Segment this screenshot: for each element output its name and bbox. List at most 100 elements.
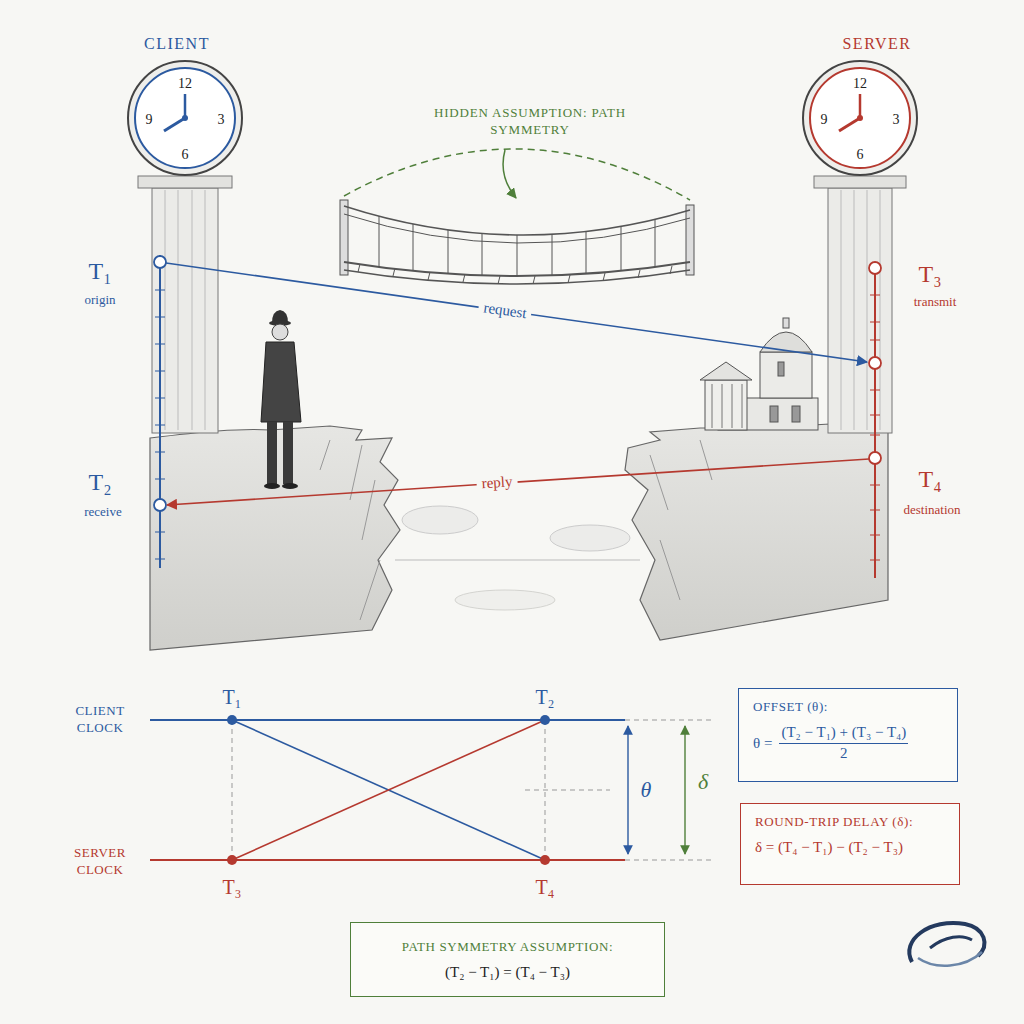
message-label: reply bbox=[476, 472, 518, 494]
assumption-box: PATH SYMMETRY ASSUMPTION: (T₂ − T₁) = (T₄… bbox=[350, 922, 665, 997]
server-pillar-clock-part bbox=[839, 118, 860, 131]
client-timeline-part bbox=[155, 290, 165, 559]
man-figure-part bbox=[261, 342, 301, 422]
server-pillar-clock-part bbox=[828, 188, 892, 433]
formula-box: OFFSET (θ):θ =(T₂ − T₁) + (T₃ − T₄)2 bbox=[738, 688, 958, 782]
sea-and-clouds bbox=[395, 506, 640, 610]
server-pillar-clock-part bbox=[857, 115, 863, 121]
server-timeline-part bbox=[870, 295, 880, 560]
server-timeline bbox=[869, 262, 881, 578]
temple-building-part bbox=[712, 384, 742, 428]
timestamp-label: T₂ bbox=[88, 467, 111, 498]
timing-diagram-part bbox=[150, 719, 625, 721]
clock-numeral: 6 bbox=[857, 146, 864, 164]
client-pillar-clock-part bbox=[128, 61, 242, 175]
path-symmetry-arc-part bbox=[503, 150, 516, 198]
fraction-denominator: 2 bbox=[840, 744, 848, 762]
timestamp-label: T₁ bbox=[222, 684, 241, 710]
formula-row: θ = (T₂ − T₁) + (T₃ − T₄)2 bbox=[753, 724, 943, 762]
server-pillar-clock-part bbox=[803, 61, 917, 175]
sea-and-clouds-part bbox=[455, 590, 555, 610]
server-timeline-part bbox=[869, 357, 881, 369]
timestamp-label: T₃ bbox=[918, 259, 941, 290]
formula-text: θ = bbox=[753, 735, 772, 752]
clock-numeral: 6 bbox=[182, 146, 189, 164]
client-pillar-clock-part bbox=[182, 115, 188, 121]
formula-text: (T₂ − T₁) = (T₄ − T₃) bbox=[445, 964, 570, 981]
timestamp-caption: origin bbox=[84, 292, 115, 309]
timing-diagram-part bbox=[232, 720, 545, 860]
axis-label: SERVER CLOCK bbox=[62, 845, 138, 879]
clock-numeral: 12 bbox=[853, 75, 867, 93]
rope-bridge-part bbox=[686, 205, 694, 275]
logo-mark-part bbox=[918, 952, 982, 966]
timestamp-label: T₄ bbox=[918, 464, 941, 495]
fraction-numerator: (T₂ − T₁) + (T₃ − T₄) bbox=[779, 724, 908, 744]
temple-building-part bbox=[700, 362, 752, 380]
client-pillar-clock-part bbox=[135, 68, 235, 168]
logo-mark-part bbox=[909, 923, 984, 962]
timing-diagram-part bbox=[227, 855, 237, 865]
rope-bridge bbox=[340, 200, 694, 284]
server-pillar-clock-part bbox=[810, 68, 910, 168]
clock-title: CLIENT bbox=[144, 34, 210, 55]
delay-symbol: δ bbox=[698, 768, 708, 797]
man-figure-part bbox=[283, 422, 293, 484]
client-pillar-clock-part bbox=[184, 94, 187, 118]
timestamp-label: T₂ bbox=[535, 684, 554, 710]
timing-diagram-part bbox=[540, 715, 550, 725]
server-pillar-clock bbox=[803, 61, 917, 433]
timestamp-label: T₁ bbox=[88, 256, 111, 287]
cliffs-part bbox=[625, 424, 888, 640]
box-heading: PATH SYMMETRY ASSUMPTION: bbox=[402, 939, 613, 955]
box-heading: ROUND-TRIP DELAY (δ): bbox=[755, 814, 945, 830]
timing-diagram bbox=[150, 715, 715, 865]
timing-diagram-part bbox=[150, 859, 625, 861]
message-label: request bbox=[477, 298, 533, 325]
client-pillar-clock-part bbox=[138, 176, 232, 188]
sea-and-clouds-part bbox=[402, 506, 478, 534]
client-pillar-clock bbox=[128, 61, 242, 433]
server-pillar-clock-part bbox=[814, 176, 906, 188]
assumption-note: HIDDEN ASSUMPTION: PATH SYMMETRY bbox=[430, 105, 630, 139]
client-pillar-clock-part bbox=[152, 188, 218, 433]
client-timeline-part bbox=[154, 499, 166, 511]
timing-diagram-part bbox=[232, 720, 545, 860]
fraction: (T₂ − T₁) + (T₃ − T₄)2 bbox=[779, 724, 908, 762]
client-pillar-clock-part bbox=[164, 118, 185, 131]
temple-building-part bbox=[770, 406, 778, 422]
clock-numeral: 3 bbox=[218, 111, 225, 129]
logo-mark bbox=[909, 923, 984, 966]
temple-building bbox=[700, 318, 818, 430]
sea-and-clouds-part bbox=[395, 560, 640, 561]
temple-building-part bbox=[783, 318, 789, 328]
client-timeline-part bbox=[154, 256, 166, 268]
clock-numeral: 3 bbox=[893, 111, 900, 129]
message-arrows-part bbox=[166, 263, 867, 362]
man-figure-part bbox=[264, 483, 280, 489]
server-timeline-part bbox=[869, 452, 881, 464]
cliffs bbox=[150, 424, 888, 650]
clock-numeral: 12 bbox=[178, 75, 192, 93]
clock-numeral: 9 bbox=[821, 111, 828, 129]
timing-diagram-part bbox=[525, 720, 715, 860]
timestamp-caption: receive bbox=[84, 504, 122, 521]
axis-label: CLIENT CLOCK bbox=[62, 703, 138, 737]
temple-building-part bbox=[705, 380, 747, 430]
client-timeline bbox=[154, 255, 166, 568]
message-arrows bbox=[166, 263, 869, 505]
temple-building-part bbox=[760, 332, 812, 352]
server-timeline-part bbox=[874, 262, 876, 578]
formula-box: ROUND-TRIP DELAY (δ):δ = (T₄ − T₁) − (T₂… bbox=[740, 803, 960, 885]
timestamp-caption: destination bbox=[903, 502, 960, 519]
temple-building-part bbox=[778, 362, 784, 376]
man-figure-part bbox=[282, 483, 298, 489]
timing-diagram-part bbox=[232, 720, 545, 860]
timing-diagram-part bbox=[627, 726, 628, 854]
client-pillar-clock-part bbox=[165, 190, 205, 430]
timestamp-label: T₃ bbox=[222, 874, 241, 900]
message-arrows-part bbox=[167, 459, 869, 505]
timing-diagram-part bbox=[227, 715, 237, 725]
timing-diagram-part bbox=[540, 855, 550, 865]
